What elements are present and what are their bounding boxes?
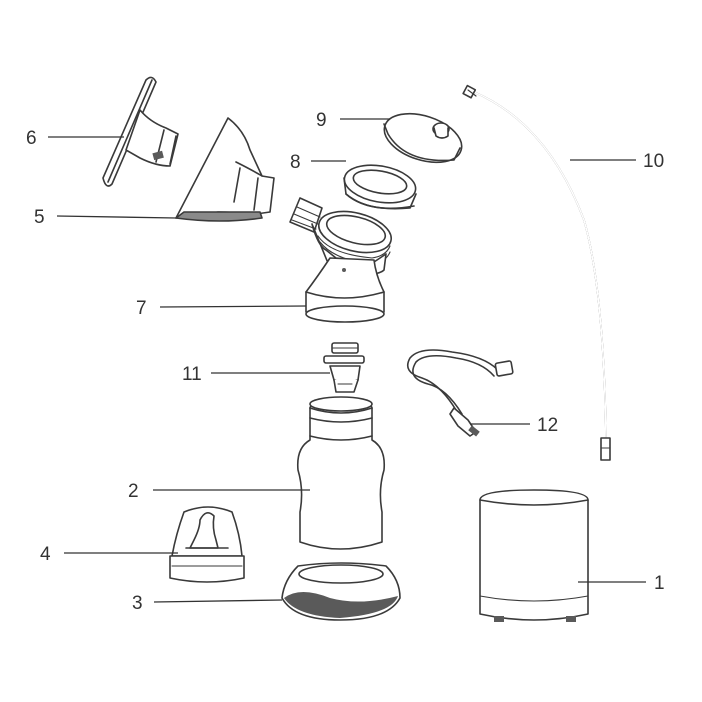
part-8-ring [343, 164, 417, 210]
label-8: 8 [290, 152, 301, 173]
part-9-cap [383, 112, 463, 164]
part-labels: 6 5 7 9 8 10 11 12 2 4 3 1 [26, 110, 665, 614]
part-12-usb-cable [406, 349, 514, 437]
part-7-pump-body [289, 197, 392, 323]
part-11-valve [323, 342, 365, 393]
label-10: 10 [643, 151, 664, 172]
part-1-motor [479, 489, 589, 622]
label-4: 4 [40, 544, 51, 565]
part-3-base [281, 562, 401, 621]
label-11: 11 [182, 364, 202, 385]
label-7: 7 [136, 298, 147, 319]
label-3: 3 [132, 593, 143, 614]
part-4-teat-cap [169, 506, 245, 583]
label-5: 5 [34, 207, 45, 228]
part-5-flange [175, 117, 275, 222]
label-12: 12 [537, 415, 558, 436]
leader-lines [48, 118, 646, 603]
part-2-bottle [296, 396, 386, 550]
part-6-membrane [102, 76, 179, 187]
label-9: 9 [316, 110, 327, 131]
label-1: 1 [654, 573, 665, 594]
part-10-tube [462, 84, 611, 461]
label-6: 6 [26, 128, 37, 149]
label-2: 2 [128, 481, 139, 502]
